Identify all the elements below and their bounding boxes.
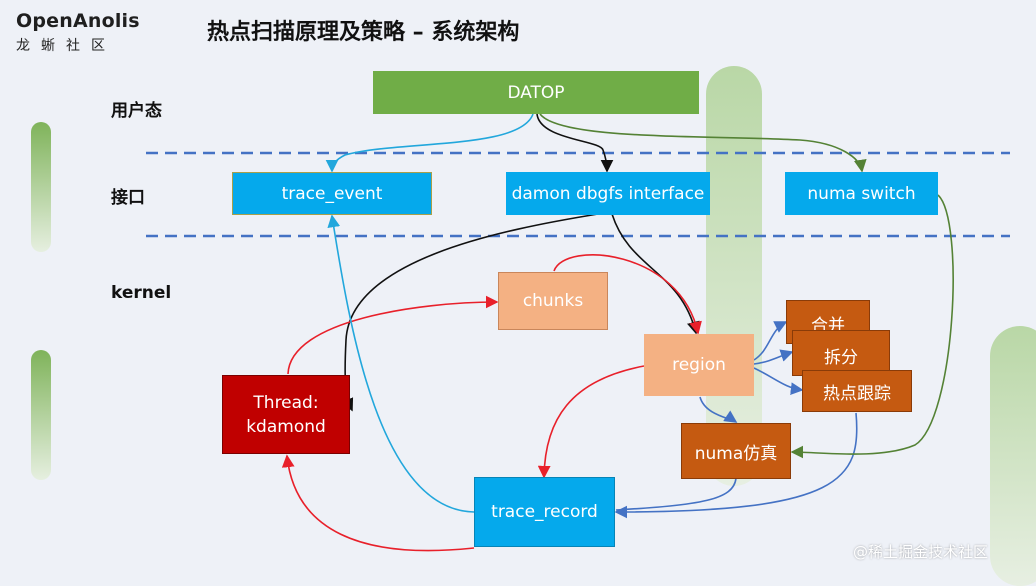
node-numa-sim: numa仿真 [681, 423, 791, 479]
arrow-numa-sim-trace-record [615, 477, 737, 511]
arrow-trace-record-thread [281, 454, 475, 552]
arrow-region-hot-track [753, 367, 804, 396]
arrow-datop-trace-event [325, 113, 534, 173]
watermark: @稀土掘金技术社区 [853, 543, 989, 561]
logo-subtitle: 龙蜥社区 [16, 38, 116, 54]
arrow-hot-track-trace-record [614, 412, 858, 519]
node-numa-switch: numa switch [785, 172, 938, 215]
node-trace-record: trace_record [474, 477, 615, 547]
arrow-region-trace-record [537, 365, 645, 479]
node-region: region [644, 334, 754, 396]
decor-pill-left-bottom [31, 350, 51, 480]
arrow-chunks-region [553, 254, 702, 335]
node-hot-track: 热点跟踪 [802, 370, 912, 412]
node-datop: DATOP [373, 71, 699, 114]
arrow-datop-numa-switch [539, 113, 867, 173]
layer-label-kernel: kernel [111, 283, 172, 303]
layer-label-interface: 接口 [111, 188, 145, 208]
arrow-numa-switch-numa-sim [790, 194, 954, 459]
arrow-region-merge [753, 321, 788, 361]
arrow-damon-region [611, 213, 700, 335]
arrow-thread-chunks [287, 295, 499, 375]
node-thread-kdamond: Thread: kdamond [222, 375, 350, 454]
arrow-datop-damon [536, 113, 614, 173]
node-thread-line1: Thread: [253, 392, 319, 413]
node-split: 拆分 [792, 330, 890, 376]
layer-label-user: 用户态 [111, 101, 162, 121]
node-chunks: chunks [498, 272, 608, 330]
arrow-region-numa-sim [699, 396, 738, 423]
arrow-trace-record-trace-event [327, 214, 475, 513]
logo-name: OpenAnolis [16, 10, 140, 32]
decor-pill-left-top [31, 122, 51, 252]
node-damon-dbgfs-interface: damon dbgfs interface [506, 172, 710, 215]
arrow-region-split [753, 349, 794, 365]
node-thread-line2: kdamond [246, 416, 326, 437]
page-title: 热点扫描原理及策略 – 系统架构 [207, 20, 520, 45]
decor-pill-right [990, 326, 1036, 586]
node-trace-event: trace_event [232, 172, 432, 215]
